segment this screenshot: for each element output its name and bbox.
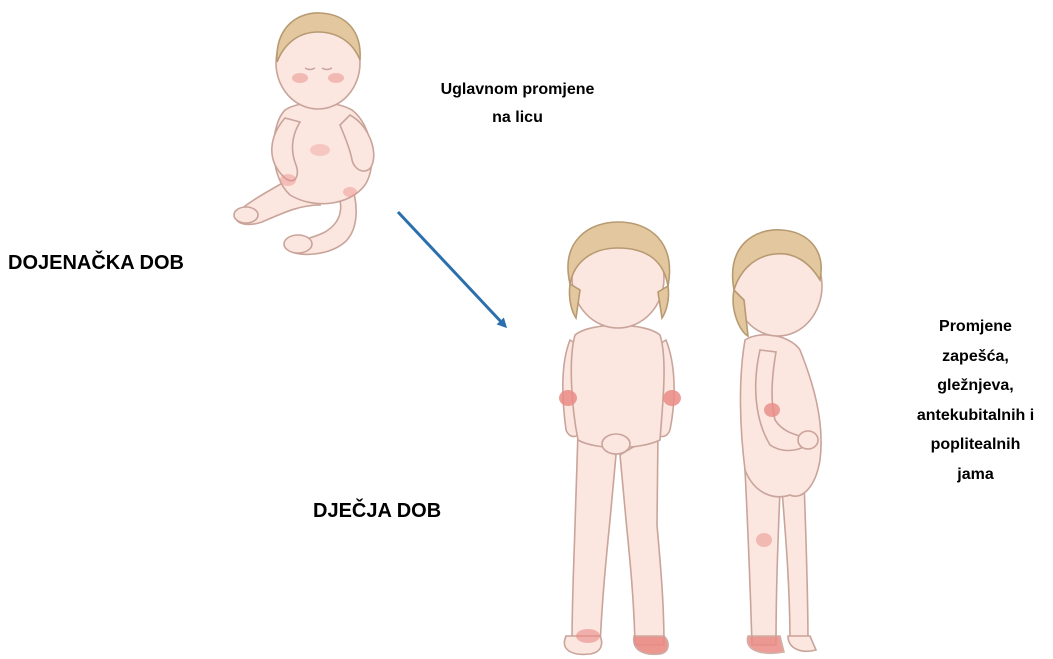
childhood-description: Promjene zapešća, gležnjeva, antekubital… <box>898 312 1053 489</box>
infancy-description: Uglavnom promjene na licu <box>415 76 620 132</box>
childhood-stage-label: DJEČJA DOB <box>313 500 441 523</box>
child-side-figure <box>733 230 822 653</box>
transition-arrow <box>398 212 505 326</box>
infant-figure <box>234 13 374 254</box>
infancy-stage-label: DOJENAČKA DOB <box>8 252 184 275</box>
child-front-figure <box>559 222 681 654</box>
